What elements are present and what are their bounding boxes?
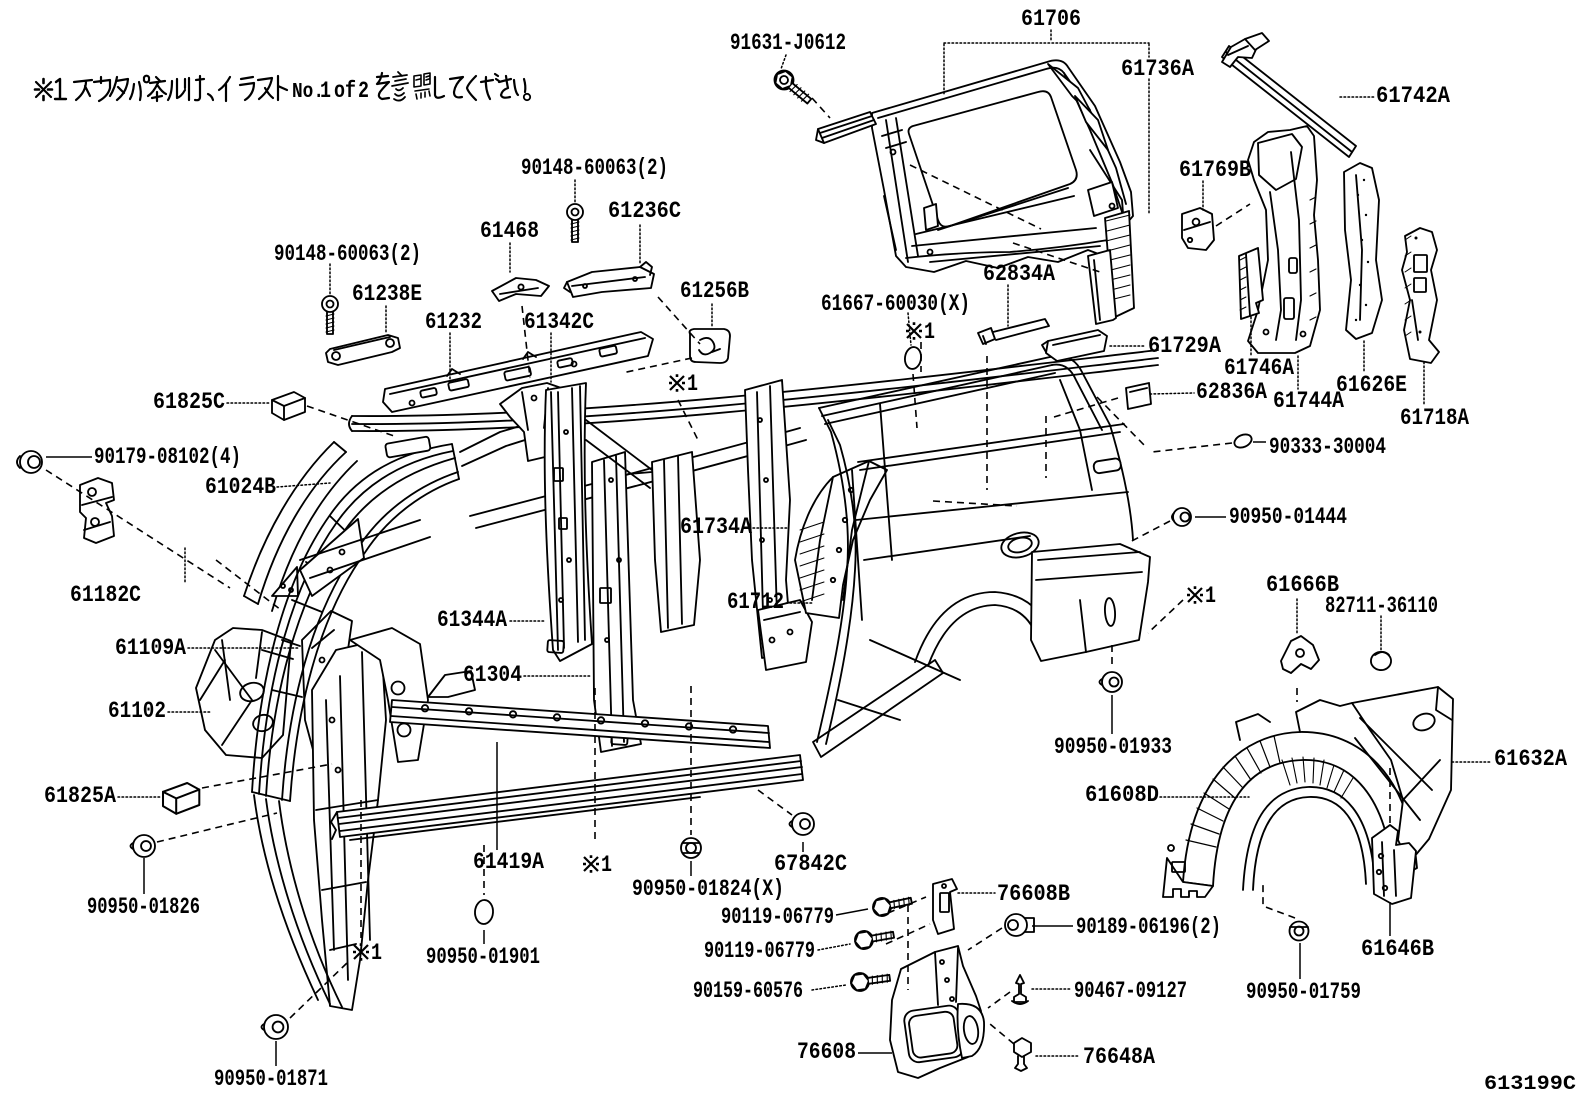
svg-text:90950-01901: 90950-01901 — [426, 944, 540, 970]
svg-text:61608D: 61608D — [1085, 782, 1159, 808]
svg-text:61236C: 61236C — [608, 198, 681, 224]
svg-text:90950-01444: 90950-01444 — [1229, 504, 1347, 530]
svg-text:90159-60576: 90159-60576 — [693, 978, 803, 1004]
svg-text:90950-01826: 90950-01826 — [87, 894, 200, 920]
svg-text:61304: 61304 — [463, 662, 522, 688]
svg-text:61706: 61706 — [1021, 6, 1081, 32]
svg-text:61232: 61232 — [425, 309, 482, 335]
svg-text:62836A: 62836A — [1196, 379, 1267, 405]
svg-text:1: 1 — [320, 78, 331, 104]
svg-text:90333-30004: 90333-30004 — [1269, 434, 1386, 460]
svg-text:61182C: 61182C — [70, 582, 141, 608]
svg-text:61729A: 61729A — [1148, 333, 1221, 359]
svg-text:61718A: 61718A — [1400, 405, 1469, 431]
svg-text:61736A: 61736A — [1121, 56, 1194, 82]
svg-text:76608B: 76608B — [997, 881, 1070, 907]
svg-text:90179-08102(4): 90179-08102(4) — [94, 444, 241, 470]
svg-text:91631-J0612: 91631-J0612 — [730, 30, 846, 56]
svg-text:1: 1 — [687, 371, 698, 397]
svg-text:90950-01759: 90950-01759 — [1246, 979, 1361, 1005]
svg-text:61419A: 61419A — [473, 849, 544, 875]
svg-text:61238E: 61238E — [352, 281, 422, 307]
svg-text:613199C: 613199C — [1484, 1073, 1576, 1096]
svg-text:61102: 61102 — [108, 698, 166, 724]
svg-text:61344A: 61344A — [437, 607, 507, 633]
svg-text:90189-06196(2): 90189-06196(2) — [1076, 914, 1221, 940]
svg-text:61342C: 61342C — [524, 309, 594, 335]
svg-text:61666B: 61666B — [1266, 572, 1339, 598]
svg-text:90148-60063(2): 90148-60063(2) — [274, 241, 421, 267]
svg-text:61109A: 61109A — [115, 635, 186, 661]
svg-text:61626E: 61626E — [1336, 372, 1407, 398]
svg-text:90148-60063(2): 90148-60063(2) — [521, 155, 668, 181]
svg-text:61744A: 61744A — [1273, 388, 1344, 414]
svg-text:90119-06779: 90119-06779 — [704, 938, 815, 964]
svg-text:82711-36110: 82711-36110 — [1325, 593, 1438, 619]
svg-text:1: 1 — [601, 852, 612, 878]
svg-text:2: 2 — [358, 78, 369, 104]
svg-text:No.: No. — [292, 81, 324, 104]
svg-text:61825A: 61825A — [44, 783, 116, 809]
svg-text:90119-06779: 90119-06779 — [721, 904, 834, 930]
svg-text:61646B: 61646B — [1361, 936, 1434, 962]
svg-text:61712: 61712 — [727, 589, 784, 615]
svg-text:62834A: 62834A — [983, 261, 1055, 287]
svg-text:90950-01824(X): 90950-01824(X) — [632, 876, 784, 902]
svg-text:61256B: 61256B — [680, 278, 749, 304]
svg-text:61632A: 61632A — [1494, 746, 1567, 772]
svg-text:90467-09127: 90467-09127 — [1074, 978, 1187, 1004]
svg-text:67842C: 67842C — [774, 851, 847, 877]
svg-text:1: 1 — [371, 940, 382, 966]
svg-text:61746A: 61746A — [1224, 355, 1294, 381]
svg-text:61769B: 61769B — [1179, 157, 1251, 183]
svg-text:1: 1 — [924, 319, 935, 345]
svg-text:90950-01933: 90950-01933 — [1054, 734, 1172, 760]
svg-text:76608: 76608 — [797, 1039, 856, 1065]
svg-text:61742A: 61742A — [1376, 83, 1450, 109]
svg-text:61734A: 61734A — [680, 514, 752, 540]
svg-text:61825C: 61825C — [153, 389, 225, 415]
svg-text:61667-60030(X): 61667-60030(X) — [821, 291, 970, 317]
svg-text:61468: 61468 — [480, 218, 539, 244]
svg-text:1: 1 — [1205, 583, 1216, 609]
svg-text:90950-01871: 90950-01871 — [214, 1066, 328, 1092]
svg-text:61024B: 61024B — [205, 474, 276, 500]
svg-text:76648A: 76648A — [1083, 1044, 1155, 1070]
svg-text:of: of — [334, 78, 356, 104]
